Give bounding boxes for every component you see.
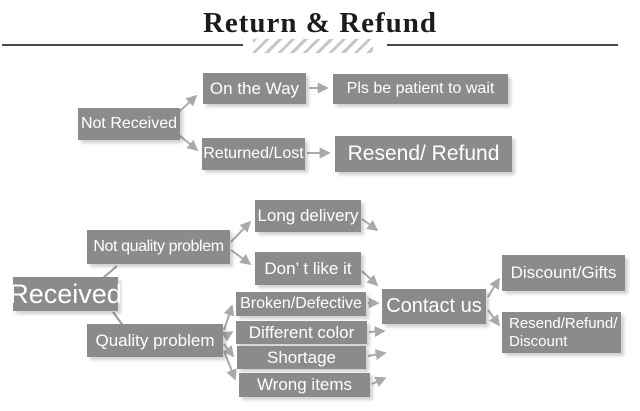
node-resend-refund: Resend/ Refund <box>335 136 512 172</box>
node-on-the-way: On the Way <box>203 73 306 104</box>
node-not-received: Not Received <box>78 108 180 140</box>
node-resend-refund-discount: Resend/Refund/ Discount <box>502 312 621 353</box>
node-received: Received <box>9 277 122 311</box>
node-shortage: Shortage <box>237 346 366 369</box>
node-wrong-items: Wrong items <box>239 373 370 397</box>
edge-notreceived-returnedlost <box>178 134 199 152</box>
node-quality-problem: Quality problem <box>87 324 223 357</box>
title-divider-right <box>387 44 618 46</box>
node-label-line2: Discount <box>509 332 568 350</box>
node-contact-us: Contact us <box>382 289 486 324</box>
node-label-line1: Resend/Refund/ <box>509 315 618 333</box>
node-returned-lost: Returned/Lost <box>202 138 305 170</box>
edge-longdelivery-contactus <box>361 218 379 231</box>
edge-contactus-discountgifts <box>487 277 500 298</box>
edge-quality-wrongitems <box>223 350 237 381</box>
edge-shortage-contactus <box>367 349 387 361</box>
edge-wrongitems-contactus <box>371 376 387 387</box>
diagonal-hatch-icon <box>253 39 373 53</box>
node-long-delivery: Long delivery <box>255 200 361 232</box>
edge-received-notquality <box>102 265 118 279</box>
edge-differentcolor-contactus <box>368 326 386 338</box>
edge-quality-differentcolor <box>221 331 234 342</box>
node-pls-be-patient: Pls be patient to wait <box>333 74 508 104</box>
node-not-quality-problem: Not quality problem <box>87 230 230 264</box>
node-broken-defective: Broken/Defective <box>236 292 366 316</box>
edge-quality-shortage <box>222 343 234 358</box>
edge-notquality-dontlike <box>230 249 252 265</box>
edge-contactus-resendrefunddiscount <box>487 309 500 327</box>
node-discount-gifts: Discount/Gifts <box>502 255 625 291</box>
node-dont-like-it: Don’ t like it <box>255 252 361 285</box>
page-title: Return & Refund <box>202 7 438 39</box>
node-different-color: Different color <box>236 321 367 344</box>
edge-dontlike-contactus <box>361 270 379 287</box>
title-divider-left <box>2 44 243 46</box>
edge-notreceived-ontheway <box>178 94 198 113</box>
edge-quality-broken <box>223 304 235 331</box>
edge-notquality-longdelivery <box>230 220 252 243</box>
